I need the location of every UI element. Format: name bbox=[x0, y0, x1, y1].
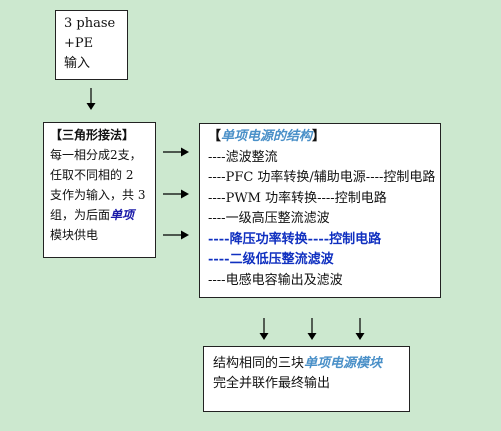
arrow-down-input-to-triangle bbox=[86, 88, 96, 110]
structure-title-open: 【 bbox=[208, 129, 222, 144]
result-line-1: 结构相同的三块单项电源模块 bbox=[213, 354, 405, 374]
structure-item-4: ----一级高压整流滤波 bbox=[208, 211, 330, 226]
structure-title-close: 】 bbox=[312, 129, 326, 144]
arrow-down-3 bbox=[355, 318, 365, 340]
structure-item-3: ----PWM 功率转换----控制电路 bbox=[208, 190, 387, 206]
triangle-line-4-prefix: 组，为后面 bbox=[50, 208, 111, 222]
parallel-output-box: 结构相同的三块单项电源模块 完全并联作最终输出 bbox=[203, 346, 410, 412]
structure-title: 【单项电源的结构】 bbox=[208, 127, 436, 148]
structure-item-1: ----滤波整流 bbox=[208, 149, 278, 165]
triangle-connection-box: 【三角形接法】 每一相分成2支， 任取不同相的 2 支作为输入，共 3 组，为后… bbox=[43, 122, 156, 258]
structure-item-2: ----PFC 功率转换/辅助电源----控制电路 bbox=[208, 170, 436, 185]
input-box: 3 phase +PE 输入 bbox=[55, 10, 128, 80]
triangle-line-4-emphasis: 单项 bbox=[110, 208, 135, 222]
triangle-line-5: 模块供电 bbox=[50, 228, 99, 242]
input-line-pe: +PE bbox=[64, 36, 94, 51]
triangle-line-4: 组，为后面单项 bbox=[50, 205, 152, 225]
arrow-down-2 bbox=[307, 318, 317, 340]
triangle-line-2: 任取不同相的 2 bbox=[50, 168, 134, 182]
arrow-right-1 bbox=[163, 147, 189, 157]
triangle-line-1: 每一相分成2支， bbox=[50, 148, 142, 162]
result-line-1-emphasis: 单项电源模块 bbox=[304, 356, 383, 371]
input-line-phase: 3 phase bbox=[64, 16, 116, 31]
single-phase-structure-box: 【单项电源的结构】 ----滤波整流 ----PFC 功率转换/辅助电源----… bbox=[199, 123, 441, 298]
structure-item-6: ----二级低压整流滤波 bbox=[208, 252, 334, 267]
arrow-down-1 bbox=[259, 318, 269, 340]
structure-item-5: ----降压功率转换----控制电路 bbox=[208, 231, 382, 247]
structure-title-text: 单项电源的结构 bbox=[221, 129, 313, 144]
triangle-title: 【三角形接法】 bbox=[50, 128, 135, 142]
arrow-right-3 bbox=[163, 230, 189, 240]
structure-item-7: ----电感电容输出及滤波 bbox=[208, 272, 343, 288]
arrow-right-2 bbox=[163, 189, 189, 199]
triangle-line-3: 支作为输入，共 3 bbox=[50, 188, 146, 202]
input-line-label: 输入 bbox=[64, 56, 91, 71]
result-line-2: 完全并联作最终输出 bbox=[213, 376, 331, 391]
result-line-1-prefix: 结构相同的三块 bbox=[213, 356, 305, 371]
